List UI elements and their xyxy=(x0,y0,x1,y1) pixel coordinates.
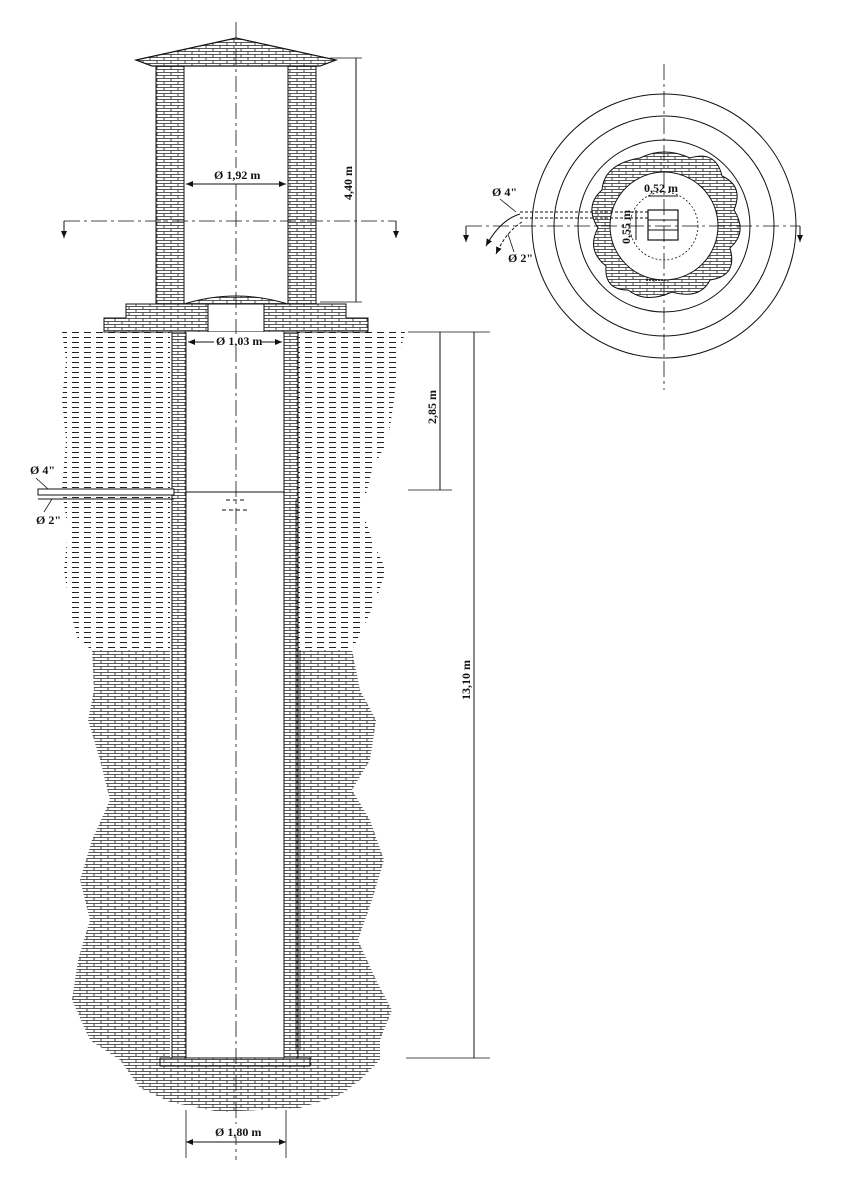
label-upper-height: 4,40 m xyxy=(341,166,355,200)
tower-wall-left xyxy=(155,63,185,305)
plan-view: Ø 4" Ø 2" 0,52 m 0,55 m xyxy=(463,64,803,390)
tower-wall-right xyxy=(287,63,317,305)
section-view: Ø 1,92 m 4,40 m Ø 1,03 m 2,85 m 13,10 m … xyxy=(30,22,490,1160)
label-base-diameter: Ø 1,80 m xyxy=(215,1125,261,1139)
plan-label-pipe-4in: Ø 4" xyxy=(492,185,517,199)
label-shaft-diameter: Ø 1,03 m xyxy=(216,334,262,348)
soil-right-upper xyxy=(296,332,405,650)
rock-right-lower xyxy=(296,650,392,1060)
rock-bottom xyxy=(120,1060,380,1112)
label-depth-to-pipe: 2,85 m xyxy=(425,390,439,424)
plan-label-opening-width: 0,52 m xyxy=(644,181,678,195)
rock-left-lower xyxy=(72,650,170,1060)
pipe-4in xyxy=(37,488,175,496)
label-pipe-4in: Ø 4" xyxy=(30,463,55,477)
plan-pipe-4in xyxy=(520,211,650,219)
plan-label-opening-depth: 0,55 m xyxy=(619,210,633,244)
label-pipe-2in: Ø 2" xyxy=(36,513,61,527)
shaft-wall-left xyxy=(171,331,187,1061)
shaft-interior xyxy=(186,332,284,1060)
plan-label-pipe-2in: Ø 2" xyxy=(508,251,533,265)
bottom-plate xyxy=(159,1057,311,1067)
label-upper-diameter: Ø 1,92 m xyxy=(214,168,260,182)
plan-opening xyxy=(647,209,679,241)
label-total-depth: 13,10 m xyxy=(459,660,473,700)
